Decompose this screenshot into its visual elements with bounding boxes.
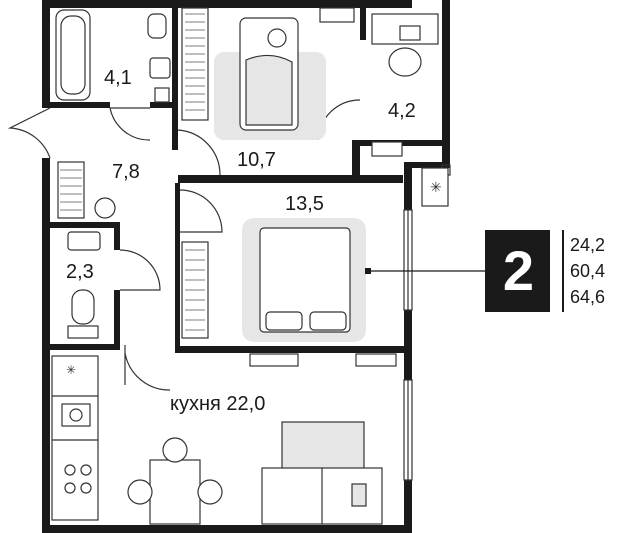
sofa bbox=[281, 421, 365, 475]
area-wc: 2,3 bbox=[66, 261, 94, 283]
area-with-balcony: 64,6 bbox=[570, 287, 606, 307]
area-summary: 24,2 60,4 64,6 bbox=[570, 232, 620, 310]
info-divider bbox=[562, 230, 564, 312]
area-bedroom-small: 10,7 bbox=[237, 149, 276, 171]
area-bathroom: 4,1 bbox=[104, 67, 132, 89]
area-balcony: 4,2 bbox=[388, 100, 416, 122]
total-area: 60,4 bbox=[570, 261, 606, 281]
furniture: ✳ ✳ bbox=[51, 7, 449, 525]
dining-table bbox=[149, 459, 201, 525]
area-hallway: 7,8 bbox=[112, 161, 140, 183]
svg-text:✳: ✳ bbox=[66, 363, 76, 377]
area-bedroom: 13,5 bbox=[285, 193, 324, 215]
doors bbox=[7, 99, 361, 391]
bathtub bbox=[55, 9, 91, 101]
rooms-count: 2 bbox=[502, 239, 534, 302]
rooms-count-badge: 2 bbox=[485, 230, 550, 312]
svg-text:✳: ✳ bbox=[430, 179, 442, 195]
area-kitchen: кухня 22,0 bbox=[170, 393, 265, 415]
living-area: 24,2 bbox=[570, 235, 606, 255]
